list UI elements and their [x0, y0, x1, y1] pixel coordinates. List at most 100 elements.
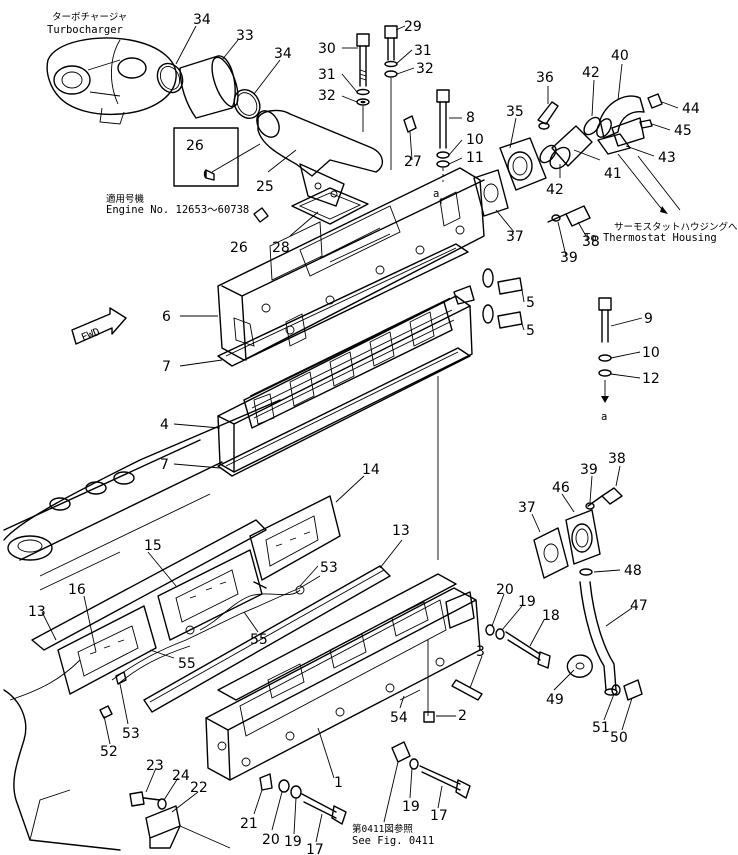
part-label-26: 26: [230, 240, 248, 256]
clip-0411: [391, 741, 411, 763]
stud-3: [451, 679, 483, 701]
aftercooler-core-4: [217, 285, 475, 473]
part-label-17: 17: [430, 808, 448, 824]
part-label-24: 24: [172, 768, 190, 784]
flange-37-upper: [473, 169, 509, 217]
part-label-45: 45: [674, 123, 692, 139]
o-ring-48: [579, 568, 593, 576]
svg-text:FWD: FWD: [80, 326, 102, 344]
part-label-4: 4: [160, 417, 169, 433]
part-label-31: 31: [318, 67, 336, 83]
gasket-13-long: [143, 565, 391, 713]
part-label-15: 15: [144, 538, 162, 554]
gasket-7-upper: [217, 243, 469, 367]
part-label-42: 42: [546, 182, 564, 198]
part-label-38: 38: [582, 234, 600, 250]
bolt-17-mid: [419, 765, 471, 799]
turbocharger-label-jp: ターボチャージャ: [52, 12, 127, 23]
plug-44: [647, 93, 663, 109]
reference-a-bottom: a: [601, 411, 607, 423]
part-labels: 34 33 34 30 29 31 32 31 32 36 42 40 44 4…: [28, 12, 700, 855]
part-label-55: 55: [250, 632, 268, 648]
clamp-34-right: [233, 88, 261, 120]
engine-serial-label-jp: 適用号機: [106, 193, 145, 205]
clip-21: [259, 773, 273, 791]
part-label-20: 20: [262, 832, 280, 848]
part-label-2: 2: [458, 708, 467, 724]
harness-55: [111, 575, 321, 681]
turbocharger-label-en: Turbocharger: [47, 24, 123, 36]
gasket-28: [291, 187, 369, 225]
part-label-32: 32: [416, 61, 434, 77]
connector-46: [565, 509, 601, 565]
engine-head-outline: [3, 399, 281, 851]
bolt-38-upper: [547, 205, 591, 227]
part-label-34: 34: [274, 46, 292, 62]
part-label-36: 36: [536, 70, 554, 86]
part-label-30: 30: [318, 41, 336, 57]
cover-14: [249, 495, 341, 589]
part-label-44: 44: [682, 101, 700, 117]
part-label-10: 10: [466, 132, 484, 148]
bolt-18: [505, 631, 551, 669]
elbow-40: [596, 95, 645, 147]
bracket-22: [145, 805, 181, 849]
connector-35: [499, 137, 547, 191]
hose-41: [549, 125, 593, 170]
hose-33: [179, 55, 239, 119]
part-label-21: 21: [240, 816, 258, 832]
part-label-6: 6: [162, 309, 171, 325]
part-label-46: 46: [552, 480, 570, 496]
part-label-40: 40: [611, 48, 629, 64]
pipe-47: [579, 581, 618, 696]
leader-lines: [41, 25, 679, 843]
part-label-19: 19: [284, 834, 302, 850]
washer-20-right: [485, 624, 495, 636]
part-label-47: 47: [630, 598, 648, 614]
plug-2: [423, 711, 435, 723]
reference-a-top: a: [433, 188, 439, 200]
part-label-11: 11: [466, 150, 484, 166]
part-label-48: 48: [624, 563, 642, 579]
gasket-49: [566, 654, 593, 678]
thermostat-note-en: To Thermostat Housing: [584, 232, 717, 244]
o-ring-5-lower: [482, 304, 494, 324]
stud-27: [403, 115, 417, 133]
connector-25: [256, 109, 383, 207]
part-label-53: 53: [122, 726, 140, 742]
washer-45: [639, 119, 653, 129]
part-label-43: 43: [658, 150, 676, 166]
intake-connector-6: [217, 167, 485, 361]
thermostat-arrow: [617, 153, 665, 213]
part-label-16: 16: [68, 582, 86, 598]
part-label-13: 13: [28, 604, 46, 620]
part-label-17: 17: [306, 842, 324, 855]
part-label-55: 55: [178, 656, 196, 672]
part-label-51: 51: [592, 720, 610, 736]
part-label-10: 10: [642, 345, 660, 361]
washer-20-bottom: [278, 779, 290, 793]
part-label-38: 38: [608, 451, 626, 467]
figure-ref-en: See Fig. 0411: [352, 835, 434, 847]
part-label-27: 27: [404, 154, 422, 170]
part-label-28: 28: [272, 240, 290, 256]
washer-39-upper: [551, 214, 561, 222]
part-label-37: 37: [518, 500, 536, 516]
gasket-43: [597, 133, 631, 155]
gasket-7-lower: [217, 347, 471, 477]
engine-serial-label-en: Engine No. 12653～60738: [106, 204, 249, 216]
part-label-19: 19: [518, 594, 536, 610]
part-label-39: 39: [580, 462, 598, 478]
part-label-29: 29: [404, 19, 422, 35]
part-label-14: 14: [362, 462, 380, 478]
part-label-22: 22: [190, 780, 208, 796]
part-label-8: 8: [466, 110, 475, 126]
part-label-5: 5: [526, 323, 535, 339]
bolt-23: [129, 791, 161, 807]
part-label-7: 7: [162, 359, 171, 375]
part-label-3: 3: [476, 644, 485, 660]
washer-19-mid: [409, 758, 419, 770]
part-label-18: 18: [542, 608, 560, 624]
part-label-32: 32: [318, 88, 336, 104]
